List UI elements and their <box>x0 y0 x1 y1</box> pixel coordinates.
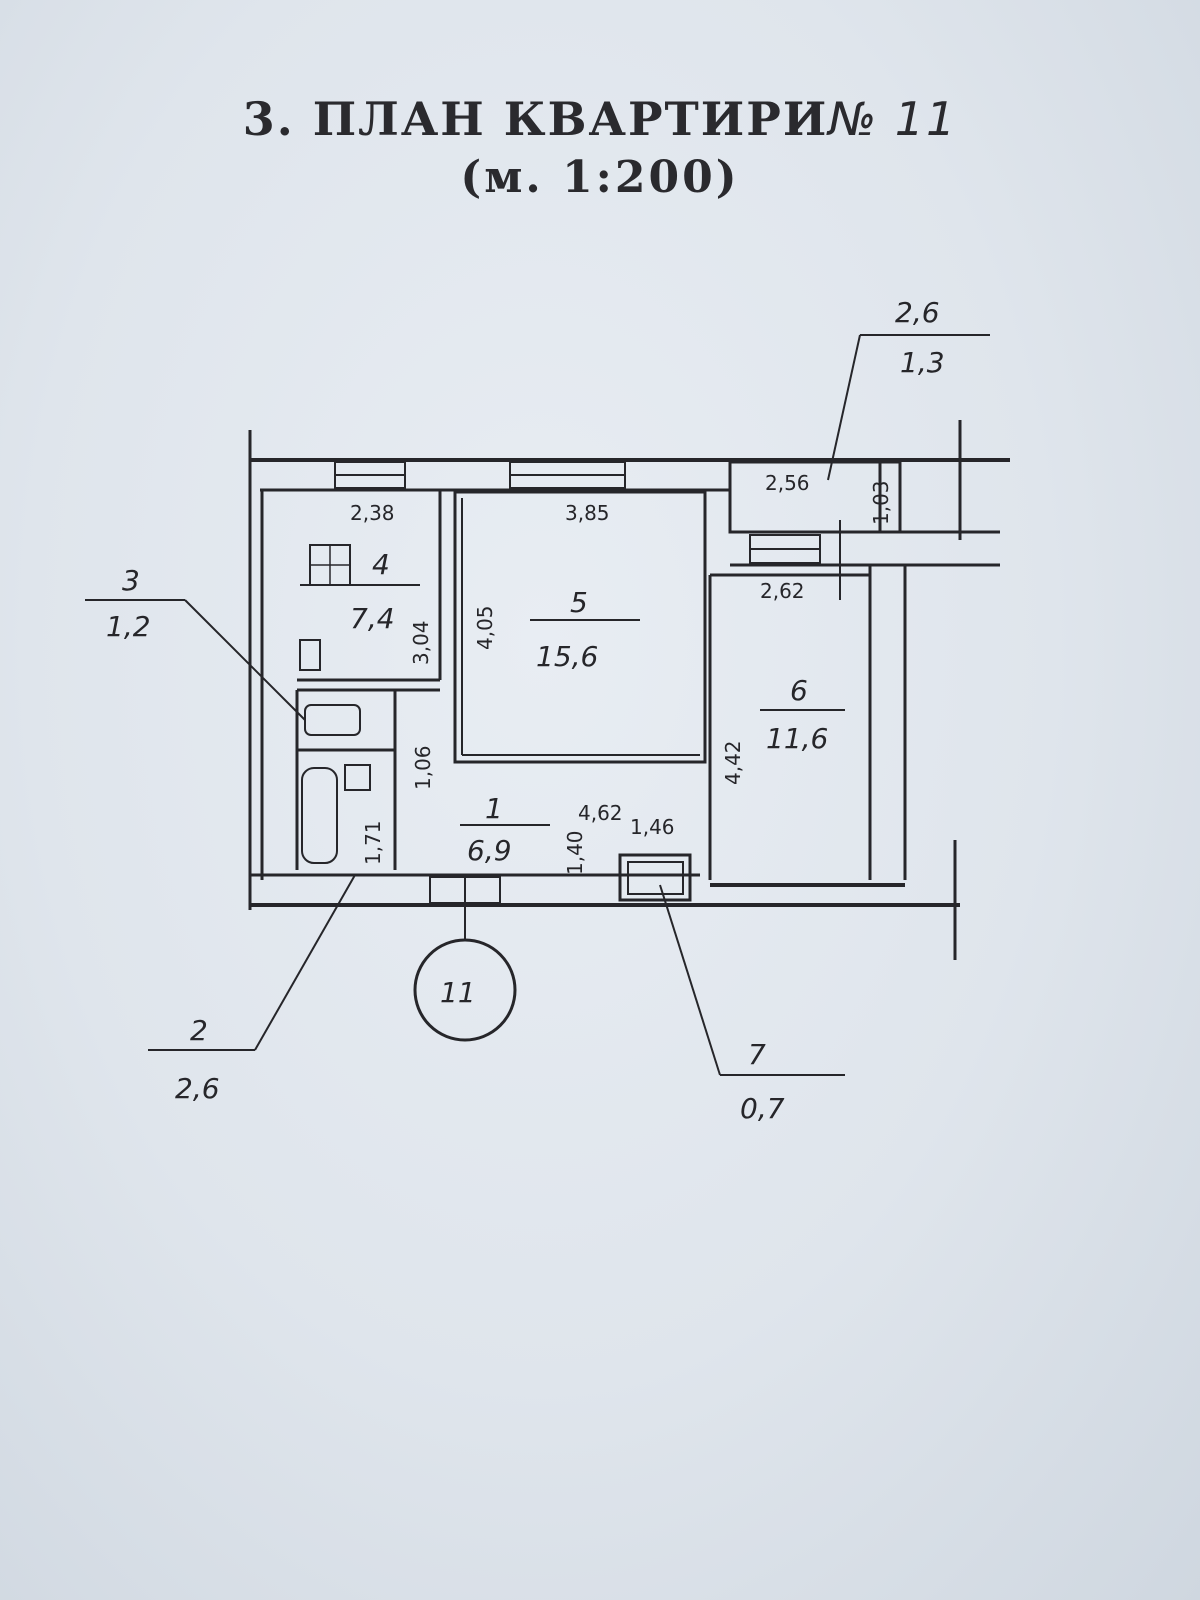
scale-label: (м. 1:200) <box>460 152 740 203</box>
dim-storage-width: 1,46 <box>630 815 675 839</box>
dim-bath-height: 1,71 <box>361 820 385 865</box>
dim-room5-width: 3,85 <box>565 501 610 525</box>
room-1-area: 6,9 <box>467 834 512 867</box>
room-3-number: 3 <box>122 564 140 597</box>
room-2-number: 2 <box>190 1014 208 1047</box>
dim-balcony-width: 2,56 <box>765 471 810 495</box>
apartment-mark: 11 <box>440 976 476 1009</box>
room-7-number: 7 <box>748 1038 766 1071</box>
room-4-area: 7,4 <box>350 602 395 635</box>
room-6-number: 6 <box>790 674 808 707</box>
room-4-number: 4 <box>372 548 390 581</box>
dim-kitchen-width: 2,38 <box>350 501 395 525</box>
document-title: 3. ПЛАН КВАРТИРИ№ 11 (м. 1:200) <box>0 92 1200 203</box>
dim-balcony-depth: 1,03 <box>869 480 893 525</box>
room-3-area: 1,2 <box>106 610 151 643</box>
room-1-number: 1 <box>485 792 503 825</box>
room-2-area: 2,6 <box>175 1072 220 1105</box>
room-5-number: 5 <box>570 586 588 619</box>
title-main: 3. ПЛАН КВАРТИРИ <box>242 92 829 146</box>
apartment-number: № 11 <box>828 92 958 146</box>
dim-hall-width: 4,62 <box>578 801 623 825</box>
dim-corridor-width: 1,06 <box>411 745 435 790</box>
dim-room6-height: 4,42 <box>721 740 745 785</box>
dim-room5-height: 4,05 <box>473 605 497 650</box>
room-7-area: 0,7 <box>740 1092 785 1125</box>
balcony-number: 2,6 <box>895 296 940 329</box>
dim-hall-height: 1,40 <box>563 830 587 875</box>
room-6-area: 11,6 <box>766 722 828 755</box>
balcony-area: 1,3 <box>900 346 945 379</box>
dim-kitchen-height: 3,04 <box>409 620 433 665</box>
room-5-area: 15,6 <box>536 640 598 673</box>
dim-room6-width: 2,62 <box>760 579 805 603</box>
